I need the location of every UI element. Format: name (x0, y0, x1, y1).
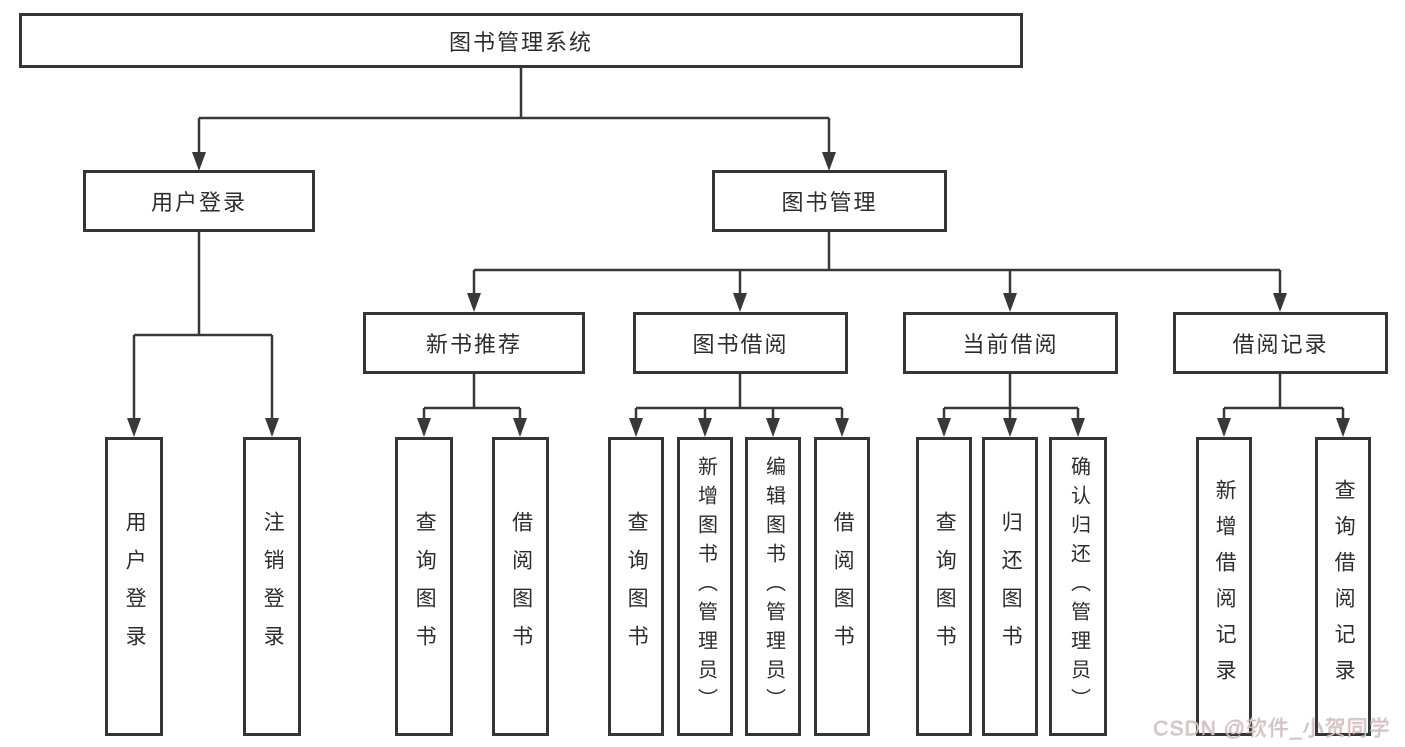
node-new-book-recommend: 新书推荐 (363, 312, 585, 374)
arrow-icon (629, 418, 643, 437)
node-label: 查询借阅记录 (1332, 478, 1356, 695)
node-label: 查询图书 (413, 510, 437, 663)
arrow-icon (1336, 418, 1350, 437)
arrow-icon (766, 418, 780, 437)
node-label: 新增借阅记录 (1213, 478, 1237, 695)
arrow-icon (937, 418, 951, 437)
node-label: 图书管理 (781, 190, 878, 215)
arrow-icon (835, 418, 849, 437)
node-book-borrow: 图书借阅 (633, 312, 848, 374)
arrow-icon (127, 418, 141, 437)
leaf-query-books: 查询图书 (395, 437, 453, 736)
leaf-logout-action: 注销登录 (243, 437, 301, 736)
node-label: 查询图书 (933, 510, 957, 663)
arrow-icon (1217, 418, 1231, 437)
arrow-icon (192, 152, 206, 171)
node-label: 借阅图书 (509, 510, 533, 663)
node-label: 确认归还（管理员） (1067, 456, 1090, 717)
node-book-management: 图书管理 (712, 170, 947, 232)
leaf-user-login-action: 用户登录 (105, 437, 163, 736)
arrow-icon (698, 418, 712, 437)
arrow-icon (822, 152, 836, 171)
arrow-icon (1003, 293, 1017, 312)
node-label: 查询图书 (625, 510, 649, 663)
node-current-borrow: 当前借阅 (903, 312, 1118, 374)
leaf-return-books: 归还图书 (982, 437, 1038, 736)
arrow-icon (513, 418, 527, 437)
arrow-icon (1003, 418, 1017, 437)
node-label: 注销登录 (261, 510, 285, 663)
leaf-borrow-books: 借阅图书 (814, 437, 870, 736)
node-label: 编辑图书（管理员） (762, 456, 785, 717)
arrow-icon (733, 293, 747, 312)
node-label: 新增图书（管理员） (694, 456, 717, 717)
arrow-icon (265, 418, 279, 437)
arrowheads (127, 152, 1350, 437)
node-label: 借阅图书 (831, 510, 855, 663)
leaf-edit-books-admin: 编辑图书（管理员） (745, 437, 801, 736)
node-label: 用户登录 (150, 190, 247, 215)
leaf-confirm-return-admin: 确认归还（管理员） (1049, 437, 1107, 736)
leaf-query-borrow-record: 查询借阅记录 (1315, 437, 1371, 736)
node-label: 借阅记录 (1232, 332, 1329, 357)
node-borrow-record: 借阅记录 (1173, 312, 1388, 374)
node-label: 图书借阅 (692, 332, 789, 357)
csdn-watermark: CSDN @软件_小贺同学 (1153, 717, 1391, 740)
leaf-borrow-books: 借阅图书 (492, 437, 549, 736)
node-library-system-root: 图书管理系统 (19, 13, 1023, 68)
node-label: 图书管理系统 (448, 29, 593, 55)
arrow-icon (1273, 293, 1287, 312)
leaf-add-books-admin: 新增图书（管理员） (677, 437, 733, 736)
node-label: 当前借阅 (962, 332, 1059, 357)
tree-edges (132, 68, 1345, 422)
arrow-icon (1071, 418, 1085, 437)
leaf-query-books: 查询图书 (916, 437, 972, 736)
node-label: 用户登录 (123, 510, 147, 663)
arrow-icon (467, 293, 481, 312)
node-label: 新书推荐 (425, 332, 522, 357)
leaf-add-borrow-record: 新增借阅记录 (1196, 437, 1252, 736)
arrow-icon (417, 418, 431, 437)
leaf-query-books: 查询图书 (608, 437, 664, 736)
node-user-login: 用户登录 (83, 170, 315, 232)
node-label: 归还图书 (999, 510, 1023, 663)
